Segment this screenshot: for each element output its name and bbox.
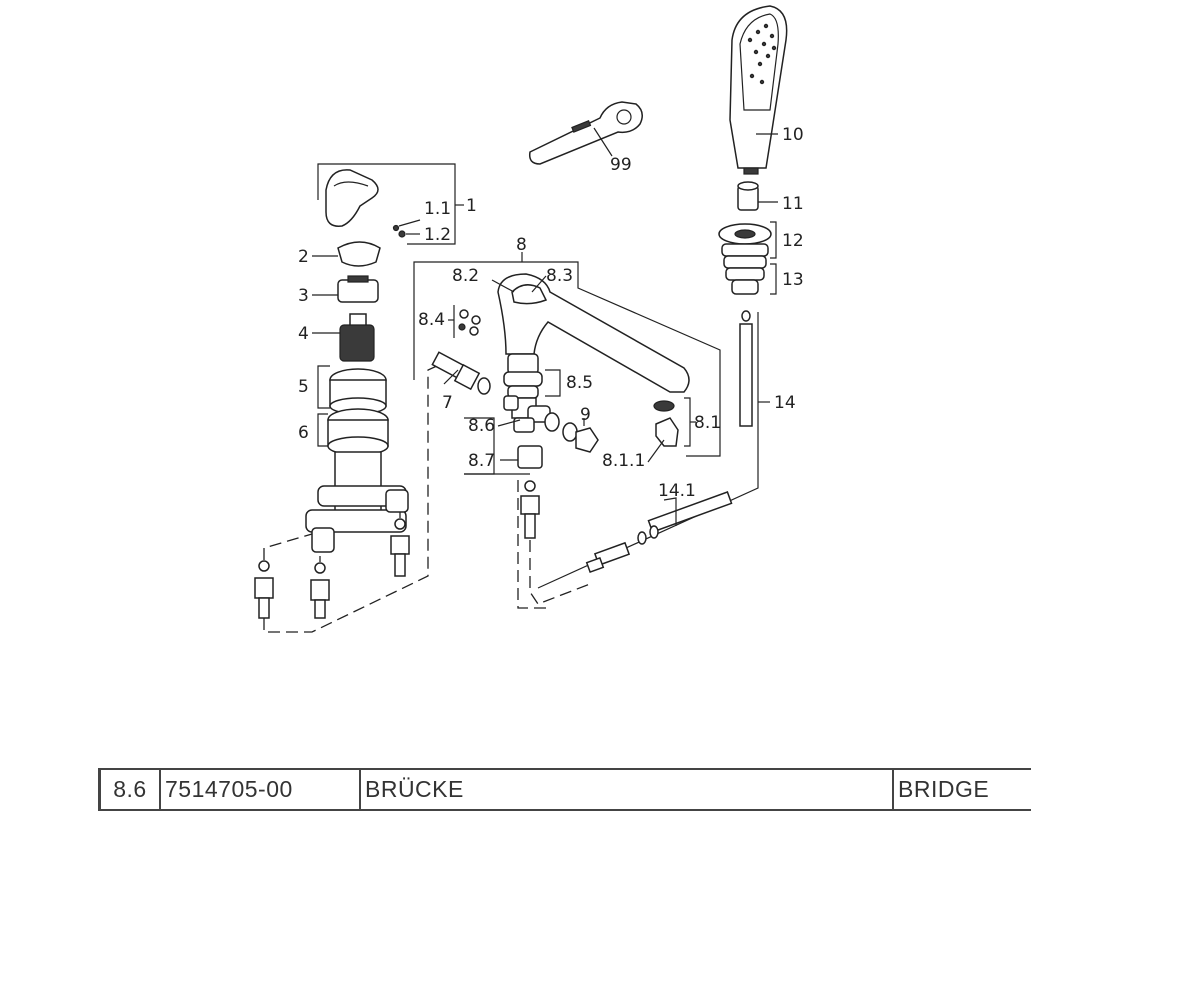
- callout-label: 1.2: [424, 225, 451, 245]
- wrench-tool: [528, 101, 643, 165]
- callout-label: 8.4: [418, 310, 445, 330]
- callout-label: 6: [298, 423, 309, 443]
- callout-label: 8.3: [546, 266, 573, 286]
- callout-label: 3: [298, 286, 309, 306]
- callout-label: 2: [298, 247, 309, 267]
- callout-label: 1: [466, 196, 477, 216]
- spout-assembly: [413, 101, 721, 609]
- parts-table: 8.6 7514705-00 BRÜCKE BRIDGE: [98, 768, 1031, 811]
- position-cell: 8.6: [98, 769, 161, 810]
- callout-label: 13: [782, 270, 804, 290]
- hand-shower-assembly: [537, 5, 788, 589]
- callout-labels: 1 1.1 1.2 2 3 4 5 6 7 8 8.1 8.1.1 8.2 8.…: [298, 125, 804, 501]
- callout-label: 8.7: [468, 451, 495, 471]
- left-valve-assembly: [254, 163, 464, 633]
- callout-label: 1.1: [424, 199, 451, 219]
- callout-label: 12: [782, 231, 804, 251]
- name-english-cell: BRIDGE: [898, 776, 990, 802]
- part-number-cell: 7514705-00: [160, 769, 361, 810]
- callout-label: 10: [782, 125, 804, 145]
- callout-label: 8.2: [452, 266, 479, 286]
- callout-label: 5: [298, 377, 309, 397]
- callout-label: 8.6: [468, 416, 495, 436]
- exploded-parts-diagram: 1 1.1 1.2 2 3 4 5 6 7 8 8.1 8.1.1 8.2 8.…: [254, 5, 804, 633]
- callout-label: 4: [298, 324, 309, 344]
- lever-handle-left: [325, 169, 379, 227]
- callout-label: 14: [774, 393, 796, 413]
- callout-label: 8.1: [694, 413, 721, 433]
- callout-label: 14.1: [658, 481, 696, 501]
- callout-label: 11: [782, 194, 804, 214]
- callout-label: 9: [580, 405, 591, 425]
- name-german-cell: BRÜCKE: [360, 769, 894, 810]
- callout-label: 8: [516, 235, 527, 255]
- callout-label: 99: [610, 155, 632, 175]
- callout-label: 8.5: [566, 373, 593, 393]
- callout-label: 8.1.1: [602, 451, 645, 471]
- spout-body: [497, 273, 690, 393]
- callout-label: 7: [442, 393, 453, 413]
- table-row: 8.6 7514705-00 BRÜCKE BRIDGE: [98, 769, 1032, 810]
